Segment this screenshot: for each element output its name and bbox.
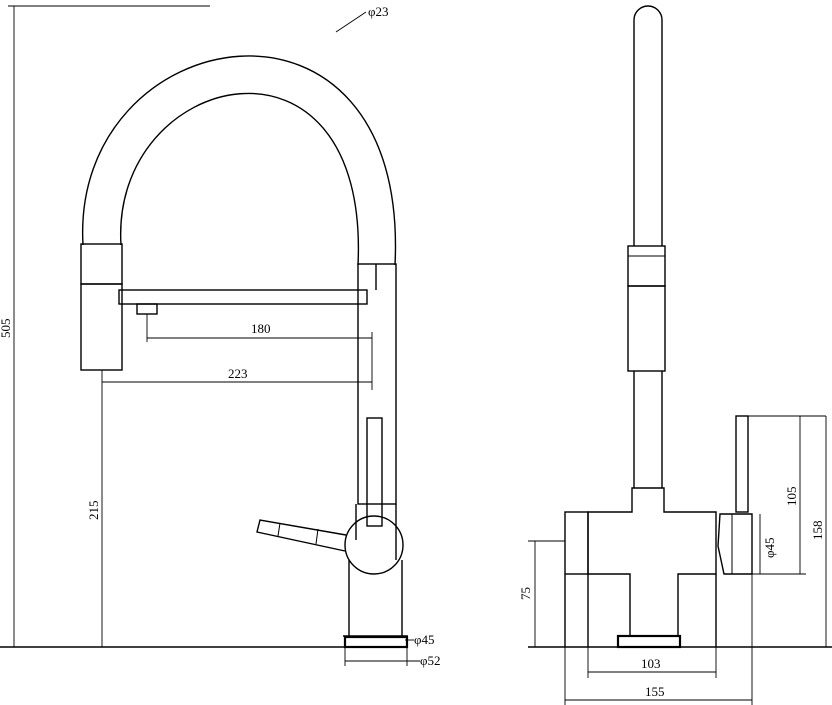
dim-spray-reach-label: 180 [251, 321, 271, 336]
dim-spout-diameter-label: φ23 [368, 4, 389, 19]
front-view: 505 215 180 223 φ23 φ45 φ52 [0, 4, 441, 668]
side-base-plate [616, 634, 682, 649]
dim-inner-width-label: 103 [641, 656, 661, 671]
dim-handle-height-label: 105 [784, 487, 799, 507]
spray-head-collar [80, 243, 123, 285]
column-slot [366, 417, 383, 527]
side-collar [627, 245, 666, 287]
column-upper [357, 263, 397, 505]
side-column [633, 371, 663, 488]
dim-body-height-label: 75 [518, 587, 533, 600]
dim-outer-width-label: 155 [645, 684, 665, 699]
side-body-left-lower [564, 574, 589, 647]
spout-arch-outer [82, 55, 397, 266]
dim-lever-top-height-label: 158 [810, 521, 825, 541]
spout-arch-inner [120, 92, 359, 266]
side-neck [633, 5, 663, 246]
horizontal-arm [118, 289, 368, 305]
spray-head-body [80, 283, 123, 371]
side-body-left-tab [564, 511, 589, 575]
dim-base-outer-label: φ52 [420, 653, 441, 668]
dim-total-height-label: 505 [0, 319, 13, 339]
side-lever-knob [717, 513, 753, 575]
spray-nozzle [136, 303, 158, 315]
side-view: 75 103 155 105 158 φ45 [518, 5, 832, 705]
base-plate [343, 635, 409, 649]
handle-knob [344, 515, 404, 575]
dim-base-inner-label: φ45 [414, 632, 435, 647]
side-body [587, 487, 717, 637]
handle-lever-detail [277, 522, 319, 545]
side-spray-body [627, 285, 666, 372]
dim-spout-diameter-leader [335, 11, 367, 33]
dim-handle-diameter-label: φ45 [762, 537, 777, 558]
handle-lever [256, 519, 347, 552]
dim-base-height-label: 215 [86, 501, 101, 521]
side-lever-shaft [735, 415, 749, 513]
dim-head-reach-label: 223 [228, 366, 248, 381]
